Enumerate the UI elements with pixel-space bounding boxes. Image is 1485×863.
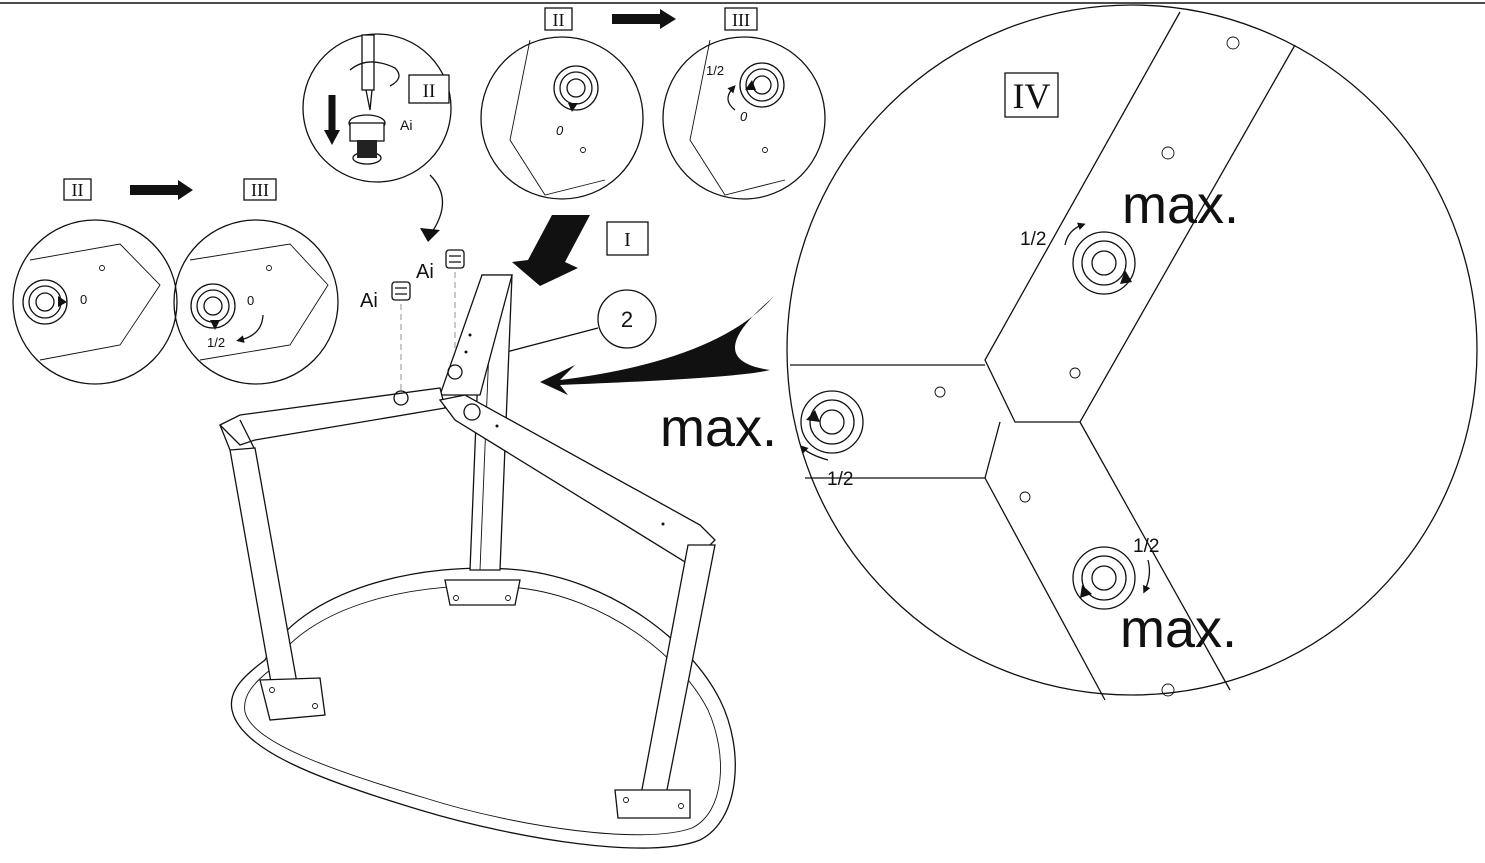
left-max-label: max. (660, 398, 777, 458)
rotate-arrow-icon (800, 445, 829, 461)
left-detail-circle-ii: 0 (12, 219, 178, 385)
screwdriver-detail: II Ai (302, 33, 452, 242)
right-arrow-icon (612, 9, 676, 29)
left-step-iii-label: III (251, 180, 269, 200)
cam-bolt-icon (391, 281, 411, 301)
left-zero-label: 0 (80, 292, 87, 307)
right-leg (639, 544, 716, 801)
cam-lock-icon (190, 283, 236, 330)
lower-half-label: 1/2 (1133, 536, 1159, 557)
top-step-header: II III (544, 7, 758, 31)
left-detail-circle-iii: 0 1/2 (173, 219, 339, 385)
left-leg (229, 447, 301, 706)
cam-bolt-icon (348, 114, 386, 165)
top-half-label: 1/2 (706, 63, 724, 78)
step-i-indicator: I (512, 215, 649, 286)
cam-lock-icon (739, 62, 785, 108)
detail-iv-circle: IV 1/2 max. 1/2 max. (660, 4, 1478, 701)
table-assembly (218, 274, 736, 849)
down-arrow-icon (512, 215, 590, 286)
cam-lock-icon (800, 390, 864, 454)
detail-step-ii-label: II (423, 81, 436, 102)
cam-bolt-icon (445, 249, 465, 269)
left-iv-half-label: 1/2 (827, 469, 853, 490)
top-step-ii-label: II (553, 10, 565, 30)
top-detail-circle-ii: 0 (480, 36, 644, 200)
cam-lock-icon (22, 279, 68, 325)
left-half-label: 1/2 (207, 335, 225, 350)
top-zero-label-2: 0 (740, 109, 748, 124)
curved-arrow-icon (429, 174, 443, 236)
cam-lock-icon (1072, 546, 1136, 610)
ai-label-1: Ai (416, 261, 434, 283)
top-detail-circle-iii: 1/2 0 (662, 36, 826, 200)
upper-max-label: max. (1122, 175, 1239, 235)
left-step-ii-label: II (72, 180, 84, 200)
cam-lock-icon (1072, 231, 1136, 295)
cam-bolt-parts: Ai Ai (360, 249, 465, 408)
detail-ai-label: Ai (400, 117, 412, 133)
top-step-iii-label: III (732, 10, 750, 30)
left-zero-label-2: 0 (247, 293, 254, 308)
rotate-arrow-icon (727, 85, 736, 111)
rotate-arrow-icon (1064, 222, 1086, 246)
step-iv-label: IV (1013, 76, 1051, 116)
curved-arrow-icon (540, 295, 775, 395)
part-callout: 2 (494, 289, 657, 356)
ai-label-2: Ai (360, 290, 378, 312)
right-arrow-icon (130, 180, 193, 200)
upper-half-label: 1/2 (1020, 229, 1046, 250)
cam-lock-icon (553, 65, 599, 112)
left-step-header: II III (63, 178, 277, 201)
step-i-label: I (624, 229, 631, 251)
rotate-arrow-icon (236, 314, 264, 343)
screwdriver-icon (349, 34, 400, 111)
top-zero-label: 0 (556, 123, 564, 138)
lower-max-label: max. (1120, 599, 1237, 659)
part-number-label: 2 (621, 307, 633, 332)
rotate-arrow-icon (1143, 559, 1151, 594)
